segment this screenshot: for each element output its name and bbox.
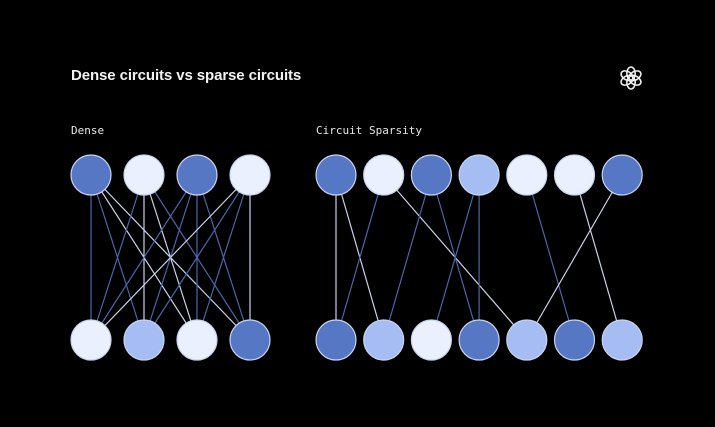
dense-bottom-node-1: [123, 319, 165, 361]
sparse-bottom-node-3: [458, 319, 500, 361]
dense-network: [70, 154, 271, 361]
dense-edge-3-0: [90, 174, 251, 341]
dense-bottom-node-0: [70, 319, 112, 361]
sparse-bottom-node-5: [553, 319, 596, 361]
sparse-bottom-node-0: [315, 319, 357, 361]
dense-bottom-node-2: [176, 319, 218, 361]
sparse-top-node-4: [506, 154, 548, 196]
dense-edge-3-2: [196, 174, 251, 341]
dense-panel-label: Dense: [71, 124, 105, 137]
dense-top-node-3: [229, 154, 271, 196]
openai-logo-icon: [620, 66, 642, 90]
sparse-top-node-3: [458, 154, 500, 196]
dense-top-node-2: [176, 154, 218, 196]
sparse-top-node-1: [363, 154, 405, 196]
sparse-bottom-node-1: [363, 319, 405, 361]
sparse-edge-1-0: [335, 174, 385, 341]
sparse-panel-label: Circuit Sparsity: [316, 124, 422, 137]
sparse-network: [315, 154, 643, 361]
sparse-top-node-0: [315, 154, 357, 196]
sparse-top-node-6: [601, 154, 643, 196]
dense-edge-1-0: [90, 174, 145, 341]
dense-top-node-0: [70, 154, 112, 196]
sparse-bottom-node-4: [506, 319, 548, 361]
sparse-edge-5-6: [573, 174, 623, 341]
diagram-title: Dense circuits vs sparse circuits: [71, 67, 302, 84]
sparse-top-node-2: [410, 154, 452, 196]
sparse-edge-3-2: [430, 174, 480, 341]
dense-top-node-1: [123, 154, 165, 196]
sparse-edge-4-5: [526, 174, 576, 341]
sparse-edge-6-4: [526, 174, 623, 341]
dense-edge-3-1: [143, 174, 251, 341]
sparse-bottom-node-2: [410, 319, 452, 361]
sparse-edge-2-1: [383, 174, 432, 341]
dense-bottom-node-3: [229, 319, 271, 361]
dense-edge-2-0: [90, 174, 198, 341]
sparse-bottom-node-6: [601, 319, 643, 361]
sparse-top-node-5: [553, 154, 596, 196]
